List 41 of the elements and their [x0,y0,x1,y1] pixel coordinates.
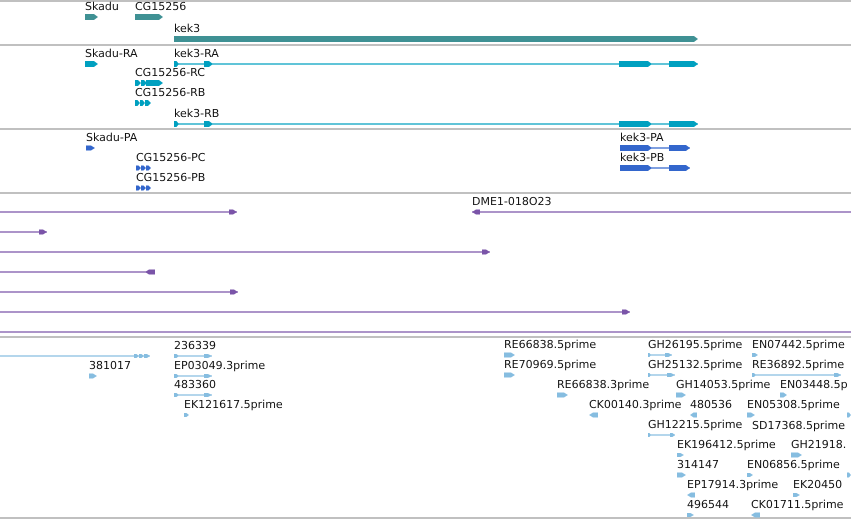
feature-label: 483360 [174,379,216,391]
feature-label: GH12215.5prime [648,419,742,431]
feature-label: 236339 [174,340,216,352]
feature-label: DME1-018O23 [472,196,552,208]
feature-label: GH21918. [791,439,846,451]
feature-label: 496544 [687,499,729,511]
feature-label: Skadu [85,1,119,13]
feature-label: RE70969.5prime [504,359,596,371]
feature-label: EN03448.5p [780,379,848,391]
feature-label: CG15256-PB [136,172,206,184]
feature-label: Skadu-PA [86,132,138,144]
feature-label: kek3 [174,23,200,35]
feature-label: RE36892.5prime [752,359,844,371]
feature-label: 480536 [690,399,732,411]
feature-label: kek3-PB [620,152,664,164]
feature-label: kek3-PA [620,132,664,144]
feature-label: 314147 [677,459,719,471]
feature-label: kek3-RA [174,48,219,60]
feature-label: EN06856.5prime [747,459,840,471]
feature-label: GH26195.5prime [648,339,742,351]
feature-label: CK00140.3prime [589,399,682,411]
feature-label: GH25132.5prime [648,359,742,371]
feature-label: EN07442.5prime [752,339,845,351]
feature-label: EK196412.5prime [677,439,776,451]
feature-label: RE66838.3prime [557,379,650,391]
feature-label: CG15256-RC [135,67,205,79]
feature-label: CK01711.5prime [751,499,844,511]
feature-label: CG15256-PC [136,152,206,164]
feature-label: EN05308.5prime [747,399,840,411]
feature-label: GH14053.5prime [676,379,770,391]
feature-label: kek3-RB [174,108,220,120]
feature-label: 381017 [89,360,131,372]
feature-label: Skadu-RA [85,48,138,60]
feature-label: EK20450 [793,479,842,491]
feature-label: EP03049.3prime [174,360,266,372]
feature-label: CG15256 [135,1,186,13]
feature-label: EP17914.3prime [687,479,778,491]
feature-label: CG15256-RB [135,87,206,99]
feature-label: RE66838.5prime [504,339,596,351]
feature-label: SD17368.5prime [752,420,845,432]
feature-label: EK121617.5prime [184,399,283,411]
